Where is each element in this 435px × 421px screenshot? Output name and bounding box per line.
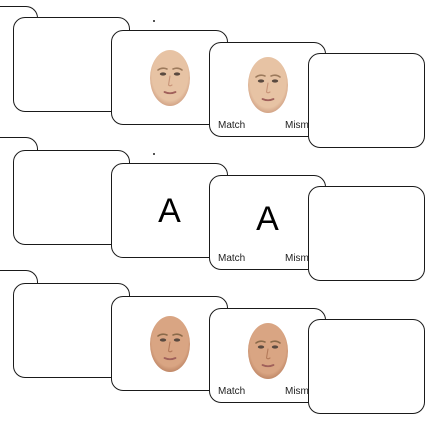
letter-stimulus: A — [158, 191, 181, 230]
blank-card — [308, 53, 425, 148]
match-label: Match — [218, 386, 246, 397]
trial-row-letter: A A Match Mism — [0, 133, 435, 281]
stimulus-card — [111, 30, 228, 125]
face-stimulus-icon — [149, 315, 190, 372]
match-label: Match — [218, 120, 246, 131]
face-stimulus-icon — [247, 57, 288, 113]
trial-row-face-2: Match Mism — [0, 266, 435, 414]
blank-card — [13, 17, 130, 112]
probe-card: A Match Mism — [209, 175, 326, 270]
mismatch-label: Mism — [285, 120, 309, 131]
stimulus-card: A — [111, 163, 228, 258]
trial-row-face-1: Match Mism — [0, 0, 435, 148]
face-stimulus-icon — [149, 49, 190, 106]
blank-card — [308, 319, 425, 414]
match-label: Match — [218, 253, 246, 264]
face-stimulus-icon — [247, 323, 288, 379]
blank-card — [308, 186, 425, 281]
probe-card: Match Mism — [209, 308, 326, 403]
blank-card — [13, 283, 130, 378]
mismatch-label: Mism — [285, 253, 309, 264]
stray-mark — [153, 20, 155, 22]
stimulus-card — [111, 296, 228, 391]
stray-mark — [153, 153, 155, 155]
mismatch-label: Mism — [285, 386, 309, 397]
letter-stimulus: A — [256, 200, 279, 238]
